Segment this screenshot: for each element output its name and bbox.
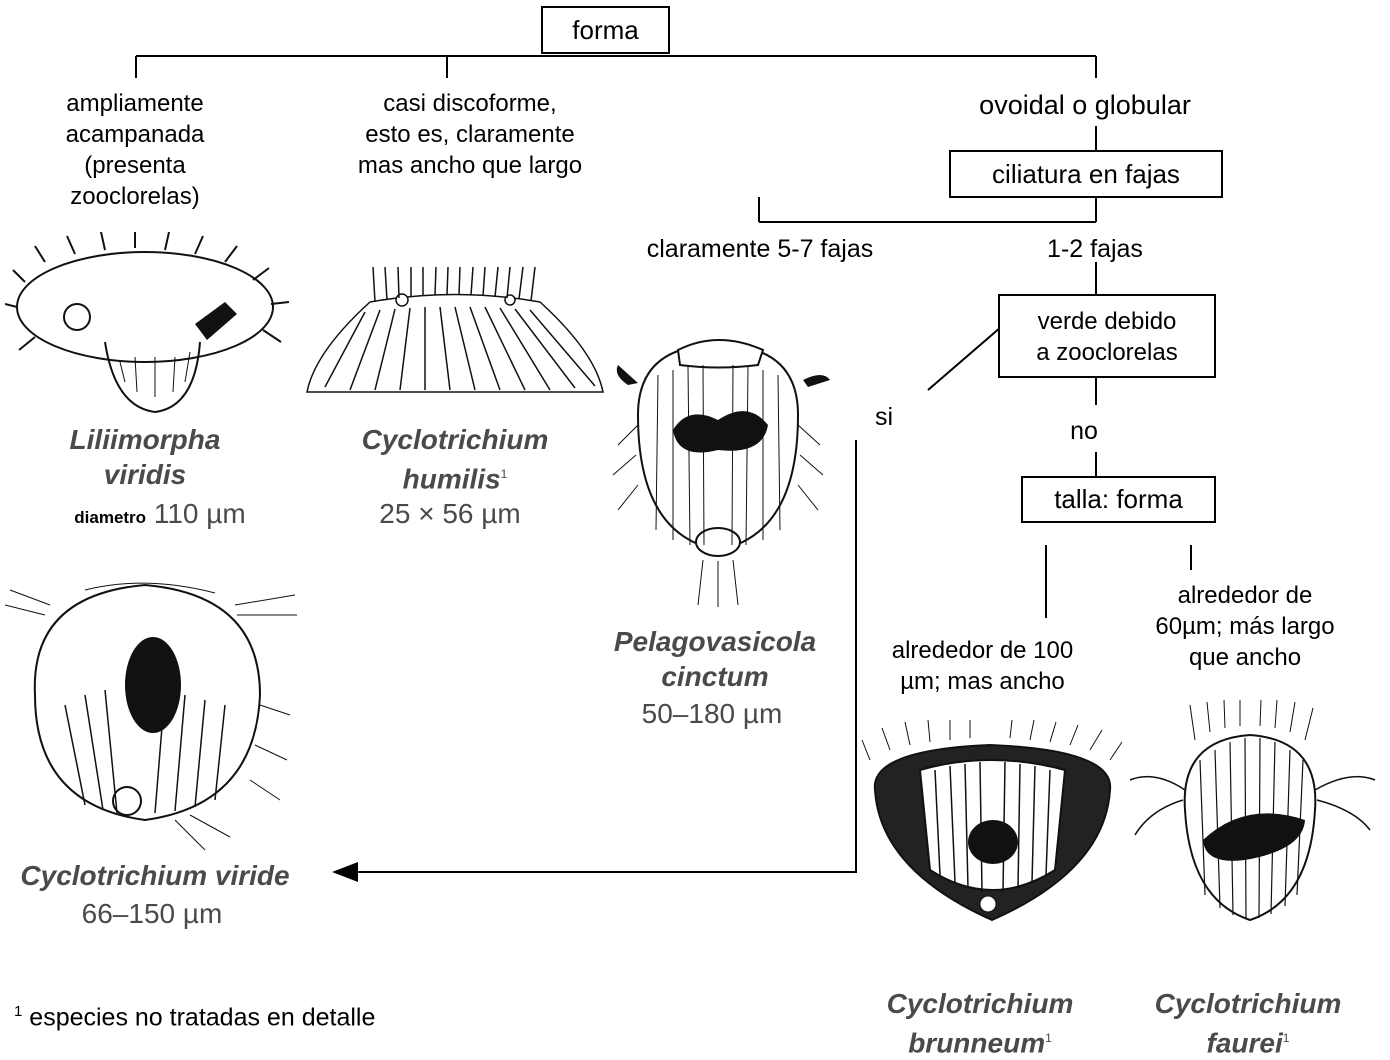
verde-box: verde debido a zooclorelas (998, 294, 1216, 378)
diametro-label: diametro (74, 508, 146, 527)
verde-line: a zooclorelas (1000, 337, 1214, 368)
species-name-line: Cyclotrichium (1128, 986, 1368, 1021)
root-label: forma (572, 15, 638, 45)
branch-1-line: acampanada (40, 119, 230, 150)
faurei-illustration (1125, 700, 1380, 945)
talla-right-line: alrededor de (1130, 580, 1360, 611)
species-humilis-name: Cyclotrichium humilis1 (330, 422, 580, 496)
species-faurei-name: Cyclotrichium faurei1 (1128, 986, 1368, 1060)
branch-2-line: esto es, claramente (330, 119, 610, 150)
species-name-line: Pelagovasicola (590, 624, 840, 659)
si-label: si (862, 402, 906, 433)
species-humilis-size: 25 × 56 µm (350, 498, 550, 530)
species-name-line: Cyclotrichium (330, 422, 580, 457)
branch-1-line: zooclorelas) (40, 181, 230, 212)
footnote-marker: 1 (501, 467, 508, 481)
species-name-line: Liliimorpha (40, 422, 250, 457)
species-brunneum-name: Cyclotrichium brunneum1 (860, 986, 1100, 1060)
species-name-line: faurei1 (1128, 1021, 1368, 1060)
talla-left-line: µm; mas ancho (870, 666, 1095, 697)
footnote-marker: 1 (1283, 1031, 1290, 1045)
species-liliimorpha-name: Liliimorpha viridis (40, 422, 250, 492)
footnote-text: especies no tratadas en detalle (22, 1003, 375, 1031)
branch-1-line: ampliamente (40, 88, 230, 119)
fajas-right-text: 1-2 fajas (1010, 234, 1180, 265)
species-name-part: humilis (403, 463, 501, 494)
talla-label: talla: forma (1054, 484, 1183, 514)
talla-right-text: alrededor de 60µm; más largo que ancho (1130, 580, 1360, 673)
no-label: no (1056, 416, 1112, 447)
humilis-illustration (305, 262, 605, 402)
species-viride-size: 66–150 µm (52, 898, 252, 930)
ciliatura-label: ciliatura en fajas (992, 159, 1180, 189)
size-value: 110 µm (154, 498, 246, 529)
species-name-part: brunneum (908, 1027, 1045, 1058)
species-name-line: cinctum (590, 659, 840, 694)
footnote-marker: 1 (1045, 1031, 1052, 1045)
species-name-line: humilis1 (330, 457, 580, 496)
species-pelago-name: Pelagovasicola cinctum (590, 624, 840, 694)
branch-1-line: (presenta (40, 150, 230, 181)
talla-left-line: alrededor de 100 (870, 635, 1095, 666)
species-name-line: brunneum1 (860, 1021, 1100, 1060)
talla-left-text: alrededor de 100 µm; mas ancho (870, 635, 1095, 697)
talla-right-line: 60µm; más largo (1130, 611, 1360, 642)
species-pelago-size: 50–180 µm (612, 698, 812, 730)
verde-line: verde debido (1000, 306, 1214, 337)
species-viride-name: Cyclotrichium viride (5, 858, 305, 893)
species-liliimorpha-size: diametro 110 µm (50, 498, 270, 530)
branch-3-text: ovoidal o globular (955, 90, 1215, 121)
viride-illustration (5, 575, 300, 855)
liliimorpha-illustration (5, 232, 290, 422)
species-name-line: viridis (40, 457, 250, 492)
footnote: 1 especies no tratadas en detalle (14, 996, 375, 1033)
ciliatura-box: ciliatura en fajas (949, 150, 1223, 198)
talla-box: talla: forma (1021, 476, 1216, 523)
pelago-illustration (598, 335, 838, 610)
branch-2-line: mas ancho que largo (330, 150, 610, 181)
brunneum-illustration (860, 720, 1125, 930)
fajas-left-text: claramente 5-7 fajas (620, 234, 900, 265)
species-name-line: Cyclotrichium (860, 986, 1100, 1021)
branch-2-line: casi discoforme, (330, 88, 610, 119)
species-name-part: faurei (1207, 1027, 1283, 1058)
branch-2-text: casi discoforme, esto es, claramente mas… (330, 88, 610, 181)
branch-1-text: ampliamente acampanada (presenta zooclor… (40, 88, 230, 212)
root-box: forma (541, 6, 670, 54)
talla-right-line: que ancho (1130, 642, 1360, 673)
